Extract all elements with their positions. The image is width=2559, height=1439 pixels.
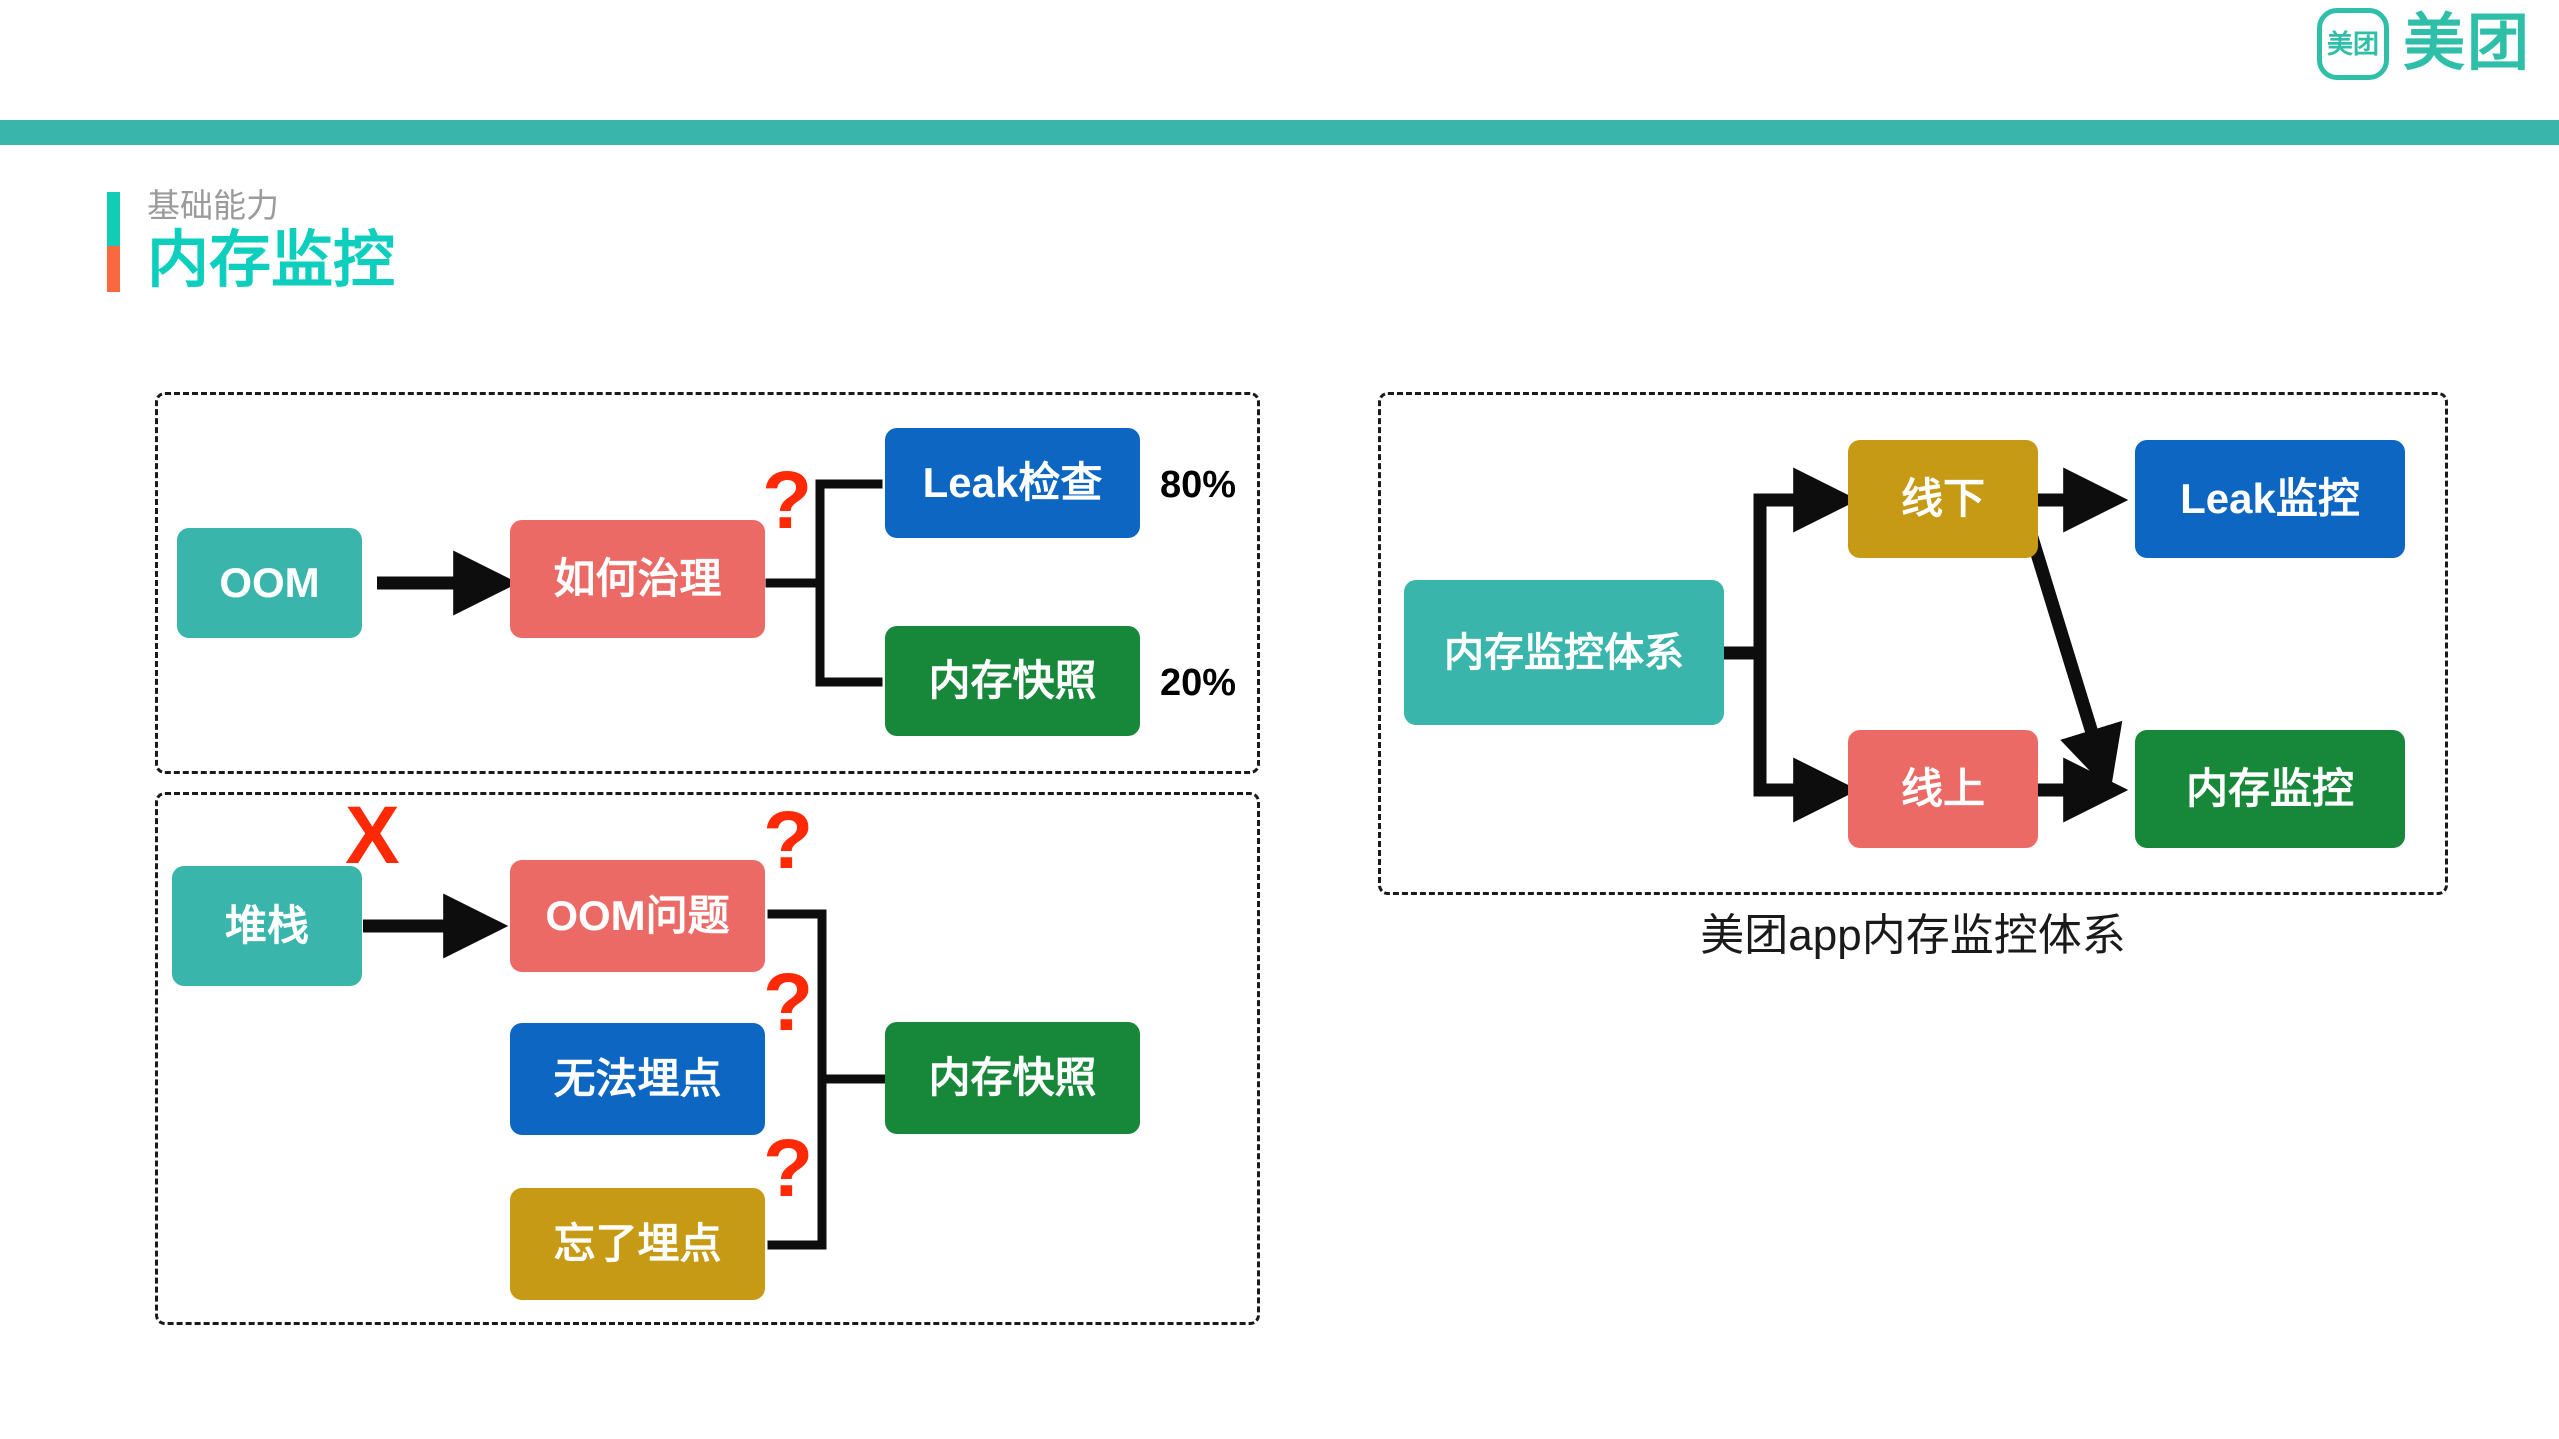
node-memory-snapshot-a[interactable]: 内存快照 <box>885 626 1140 736</box>
label-memory-snapshot-percent: 20% <box>1160 662 1237 704</box>
question-mark-icon-governance: ? <box>762 455 813 546</box>
node-cannot-track[interactable]: 无法埋点 <box>510 1023 765 1135</box>
node-forgot-track[interactable]: 忘了埋点 <box>510 1188 765 1300</box>
page-title: 内存监控 <box>147 226 396 295</box>
node-memory-monitoring-system[interactable]: 内存监控体系 <box>1404 580 1724 725</box>
node-offline[interactable]: 线下 <box>1848 440 2038 558</box>
page-eyebrow: 基础能力 <box>147 187 279 224</box>
question-mark-icon-forgot-track: ? <box>763 1123 814 1214</box>
node-memory-monitor[interactable]: 内存监控 <box>2135 730 2405 848</box>
label-leak-check-percent: 80% <box>1160 464 1237 506</box>
node-memory-snapshot-b[interactable]: 内存快照 <box>885 1022 1140 1134</box>
node-oom-issue[interactable]: OOM问题 <box>510 860 765 972</box>
question-mark-icon-oom-issue: ? <box>763 795 814 886</box>
node-oom[interactable]: OOM <box>177 528 362 638</box>
header-accent-band <box>0 120 2559 145</box>
meituan-logo-badge-icon: 美团 <box>2316 8 2389 80</box>
question-mark-icon-cannot-track: ? <box>763 957 814 1048</box>
node-leak-check[interactable]: Leak检查 <box>885 428 1140 538</box>
node-how-to-govern[interactable]: 如何治理 <box>510 520 765 638</box>
panel-c-caption: 美团app内存监控体系 <box>1700 911 2126 960</box>
meituan-logo: 美团 美团 <box>2316 8 2531 80</box>
node-online[interactable]: 线上 <box>1848 730 2038 848</box>
meituan-logo-wordmark: 美团 <box>2402 9 2531 78</box>
cross-mark-icon-stack: X <box>345 790 400 881</box>
title-accent-bar <box>107 192 120 292</box>
node-leak-monitor[interactable]: Leak监控 <box>2135 440 2405 558</box>
node-stack[interactable]: 堆栈 <box>172 866 362 986</box>
